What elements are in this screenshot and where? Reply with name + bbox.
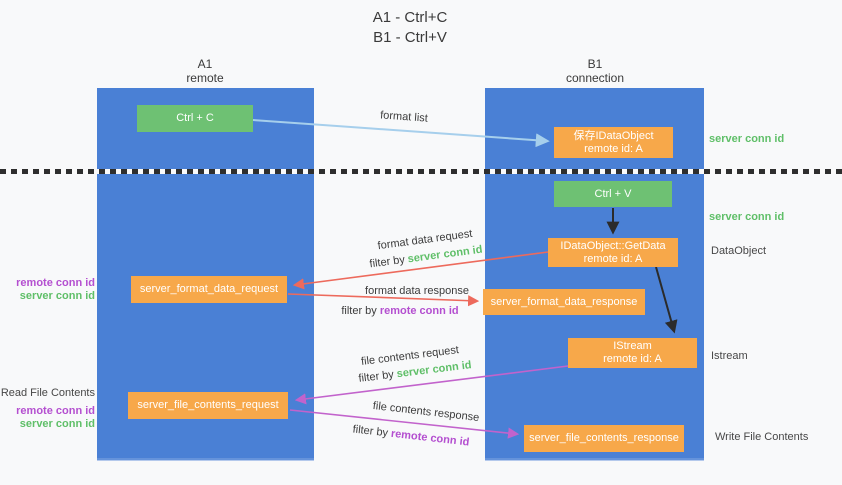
server-conn-id-annotation-mid: server conn id	[709, 211, 785, 223]
server-conn-id-annotation-top: server conn id	[709, 133, 785, 145]
filter-by-prefix-3: filter by	[357, 368, 395, 385]
istream-line1: IStream	[613, 340, 652, 352]
filter-by-prefix-2: filter by	[341, 305, 377, 317]
filter-key-remote-1: remote conn id	[379, 305, 459, 317]
lane-a-bottom-edge	[97, 458, 314, 461]
filter-by-prefix-1: filter by	[368, 253, 406, 271]
save-dataobject-line2: remote id: A	[584, 142, 643, 155]
server-format-data-response-label: server_format_data_response	[490, 295, 638, 308]
lane-a-header: A1 remote	[155, 57, 255, 85]
ctrl-c-node: Ctrl + C	[137, 105, 253, 132]
remote-conn-id-annotation-1: remote conn id	[16, 277, 95, 289]
write-file-contents-annotation: Write File Contents	[715, 431, 809, 443]
istream-line2: remote id: A	[603, 353, 662, 365]
dataobject-annotation: DataObject	[711, 245, 767, 257]
read-file-contents-annotation: Read File Contents	[0, 387, 95, 399]
title-line-1: A1 - Ctrl+C	[372, 9, 448, 26]
lane-b-bottom-edge	[485, 458, 704, 461]
ctrl-c-label: Ctrl + C	[176, 112, 214, 124]
server-format-data-request-node: server_format_data_request	[131, 276, 287, 303]
lane-a-subtitle: remote	[186, 71, 224, 85]
lane-b-name: B1	[587, 57, 603, 71]
filter-by-prefix-4: filter by	[352, 423, 389, 440]
server-file-contents-request-label: server_file_contents_request	[137, 399, 279, 411]
remote-conn-id-annotation-2: remote conn id	[16, 405, 95, 417]
diagram-title: A1 - Ctrl+C B1 - Ctrl+V	[0, 8, 820, 48]
server-format-data-request-label: server_format_data_request	[139, 283, 279, 295]
getdata-line2: remote id: A	[583, 252, 643, 265]
ctrl-v-label: Ctrl + V	[594, 187, 632, 200]
save-dataobject-line1: 保存IDataObject	[573, 129, 654, 142]
getdata-node: IDataObject::GetData remote id: A	[548, 238, 678, 267]
istream-node: IStream remote id: A	[568, 338, 697, 368]
server-format-data-response-node: server_format_data_response	[483, 289, 645, 315]
server-file-contents-request-node: server_file_contents_request	[128, 392, 288, 419]
server-conn-id-annotation-2: server conn id	[19, 418, 95, 430]
file-contents-response-arrow-label: file contents response	[372, 399, 480, 425]
filter-key-remote-2: remote conn id	[390, 427, 470, 449]
server-file-contents-response-node: server_file_contents_response	[524, 425, 684, 452]
save-dataobject-node: 保存IDataObject remote id: A	[554, 127, 673, 158]
ctrl-v-node: Ctrl + V	[554, 181, 672, 207]
title-line-2: B1 - Ctrl+V	[373, 29, 447, 46]
server-conn-id-annotation-1: server conn id	[19, 290, 95, 302]
dotted-divider-line	[0, 169, 842, 174]
format-list-arrow-label: format list	[379, 109, 429, 125]
lane-b-header: B1 connection	[545, 57, 645, 85]
server-file-contents-response-label: server_file_contents_response	[529, 432, 679, 444]
lane-a-name: A1	[197, 57, 213, 71]
istream-annotation: Istream	[711, 350, 748, 362]
getdata-line1: IDataObject::GetData	[560, 239, 666, 252]
lane-b-subtitle: connection	[565, 71, 625, 85]
format-data-response-arrow-label: format data response	[365, 285, 469, 297]
